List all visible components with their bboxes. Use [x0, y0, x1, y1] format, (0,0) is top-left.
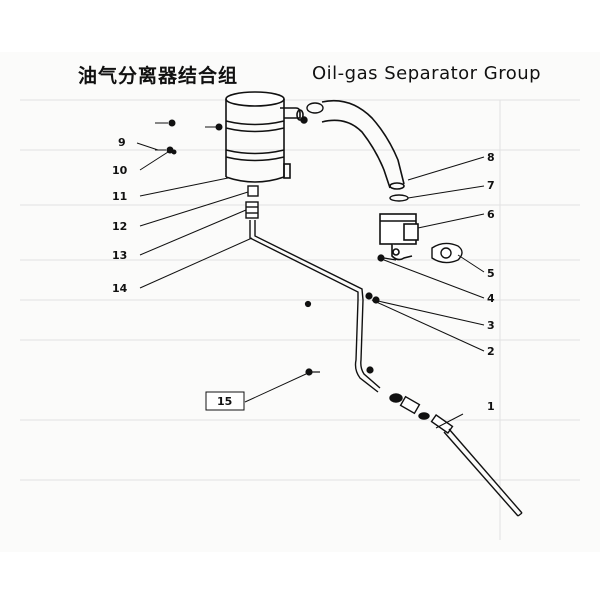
callout-12: 12	[112, 220, 127, 233]
title-chinese: 油气分离器结合组	[78, 65, 239, 87]
callout-labels: 1 2 3 4 5 6 7 8 9 10 11 12 13 14	[112, 136, 495, 413]
callout-4: 4	[487, 292, 495, 305]
oil-gas-separator-canister	[225, 91, 304, 183]
lower-hose-and-tube	[389, 393, 523, 517]
callout-7: 7	[487, 179, 495, 192]
callout-9: 9	[118, 136, 126, 149]
o-ring	[389, 194, 409, 202]
pipe-fittings	[304, 292, 380, 376]
callout-8: 8	[487, 151, 495, 164]
rubber-hose	[321, 99, 405, 190]
breather-valve-body	[379, 213, 419, 261]
callout-6: 6	[487, 208, 495, 221]
callout-15: 15	[217, 395, 232, 408]
leader-lines	[136, 142, 485, 429]
drain-pipe	[249, 220, 381, 393]
callout-2: 2	[487, 345, 495, 358]
callout-13: 13	[112, 249, 127, 262]
callout-10: 10	[112, 164, 128, 177]
callout-5: 5	[487, 267, 495, 280]
background-table-lines	[20, 99, 580, 540]
boxed-callout-15: 15	[205, 391, 245, 411]
fastener-screws-left	[155, 119, 223, 155]
canister-drain-fitting	[245, 185, 259, 219]
mounting-bolt	[377, 254, 397, 262]
callout-11: 11	[112, 190, 127, 203]
flange-gasket	[431, 242, 463, 264]
callout-14: 14	[112, 282, 128, 295]
title-english: Oil-gas Separator Group	[312, 63, 542, 84]
hose-clamp-top	[300, 102, 324, 124]
callout-1: 1	[487, 400, 495, 413]
callout-3: 3	[487, 319, 495, 332]
